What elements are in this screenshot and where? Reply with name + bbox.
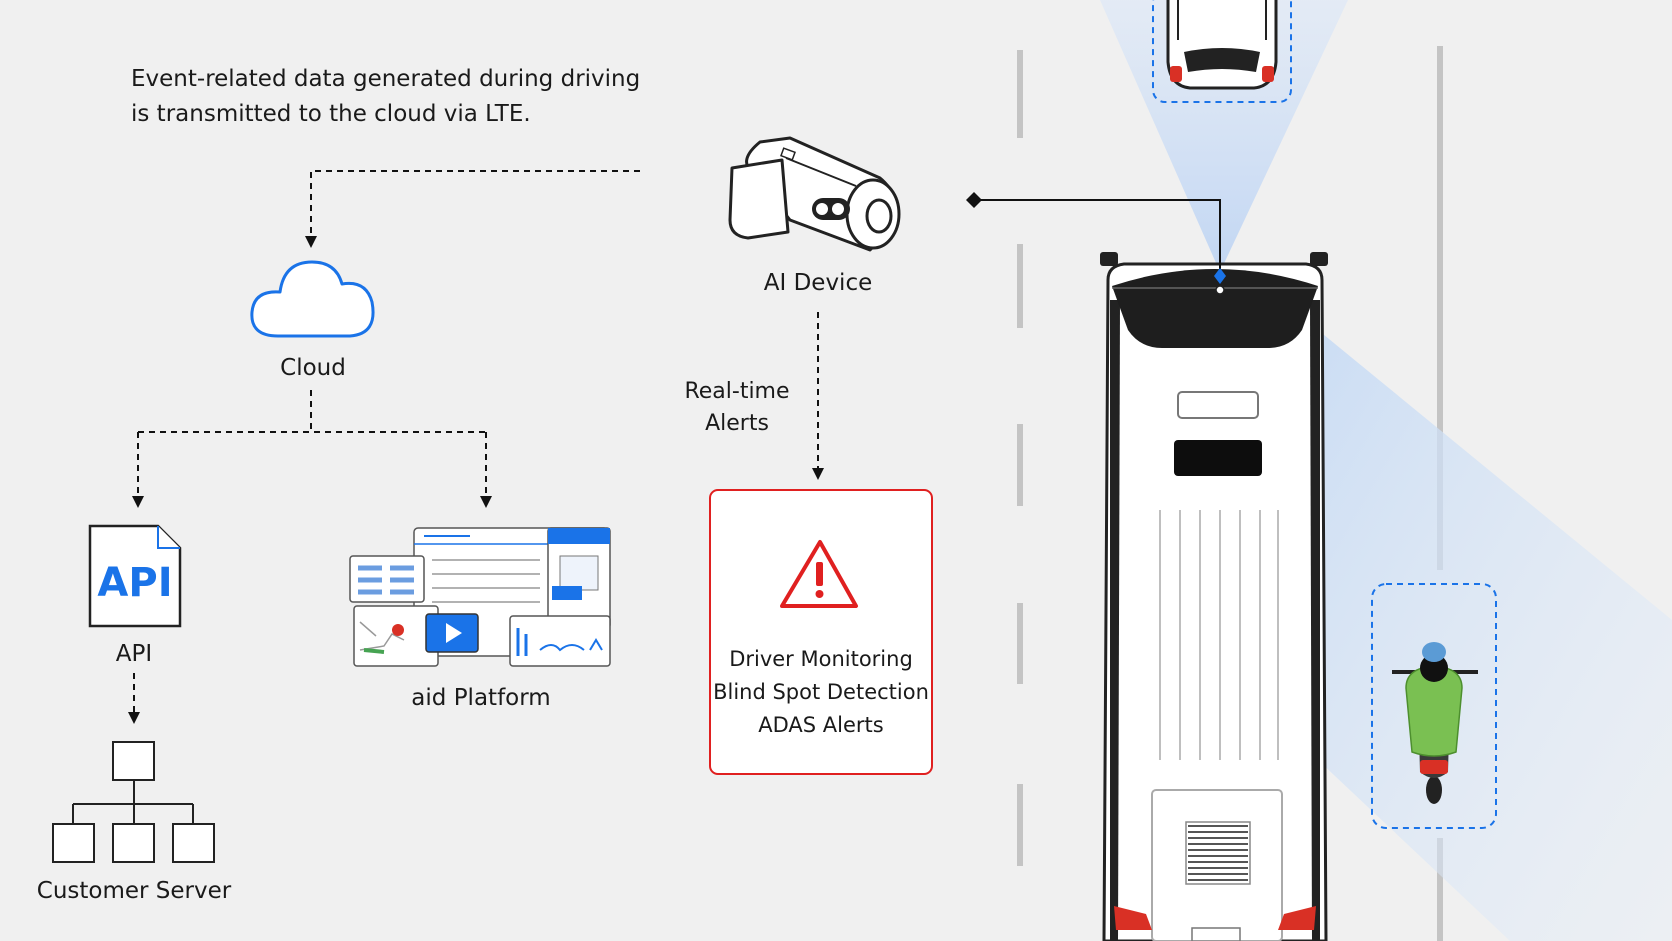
realtime-alerts-line-2: Alerts — [705, 411, 769, 436]
lte-link — [310, 170, 640, 236]
org-chart-icon — [52, 741, 215, 863]
api-file-icon — [88, 524, 182, 628]
arrowheads — [128, 192, 982, 724]
device-mount-point — [1214, 268, 1226, 284]
alerts-box: Driver Monitoring Blind Spot Detection A… — [709, 489, 933, 775]
alert-item-adas: ADAS Alerts — [758, 713, 883, 737]
cloud-label: Cloud — [280, 355, 346, 381]
mount-dot — [1215, 285, 1225, 295]
connectors — [133, 170, 1221, 712]
motorcycle-rider — [1371, 583, 1497, 829]
customer-server-node: Customer Server — [37, 741, 232, 904]
platform-dashboard-icon — [349, 527, 611, 667]
api-label: API — [116, 641, 152, 667]
intro-line-2: is transmitted to the cloud via LTE. — [131, 101, 531, 127]
api-icon-text: API — [97, 560, 172, 606]
device-bus-link — [974, 199, 1221, 272]
camera-device-icon — [728, 136, 901, 252]
ai-device-label: AI Device — [764, 270, 873, 296]
realtime-alerts-line-1: Real-time — [684, 379, 789, 404]
car-ahead — [1152, 0, 1292, 103]
platform-node: aid Platform — [349, 527, 611, 711]
customer-server-label: Customer Server — [37, 878, 232, 904]
platform-label: aid Platform — [411, 685, 550, 711]
front-detection-zone — [1100, 0, 1348, 272]
alert-item-driver-monitoring: Driver Monitoring — [729, 647, 913, 671]
cloud-node: Cloud — [250, 260, 375, 381]
connector-diamond — [966, 192, 982, 208]
warning-triangle-icon — [780, 540, 858, 608]
intro-text: Event-related data generated during driv… — [131, 66, 640, 127]
realtime-alerts-label: Real-time Alerts — [684, 379, 789, 436]
bus — [1100, 252, 1328, 941]
cloud-icon — [250, 260, 375, 338]
road-scene — [1017, 0, 1672, 941]
ai-device-node: AI Device — [728, 136, 901, 296]
intro-line-1: Event-related data generated during driv… — [131, 66, 640, 92]
api-node: API API — [88, 524, 182, 667]
cloud-split-link — [137, 390, 487, 496]
alert-item-blind-spot: Blind Spot Detection — [713, 680, 929, 704]
